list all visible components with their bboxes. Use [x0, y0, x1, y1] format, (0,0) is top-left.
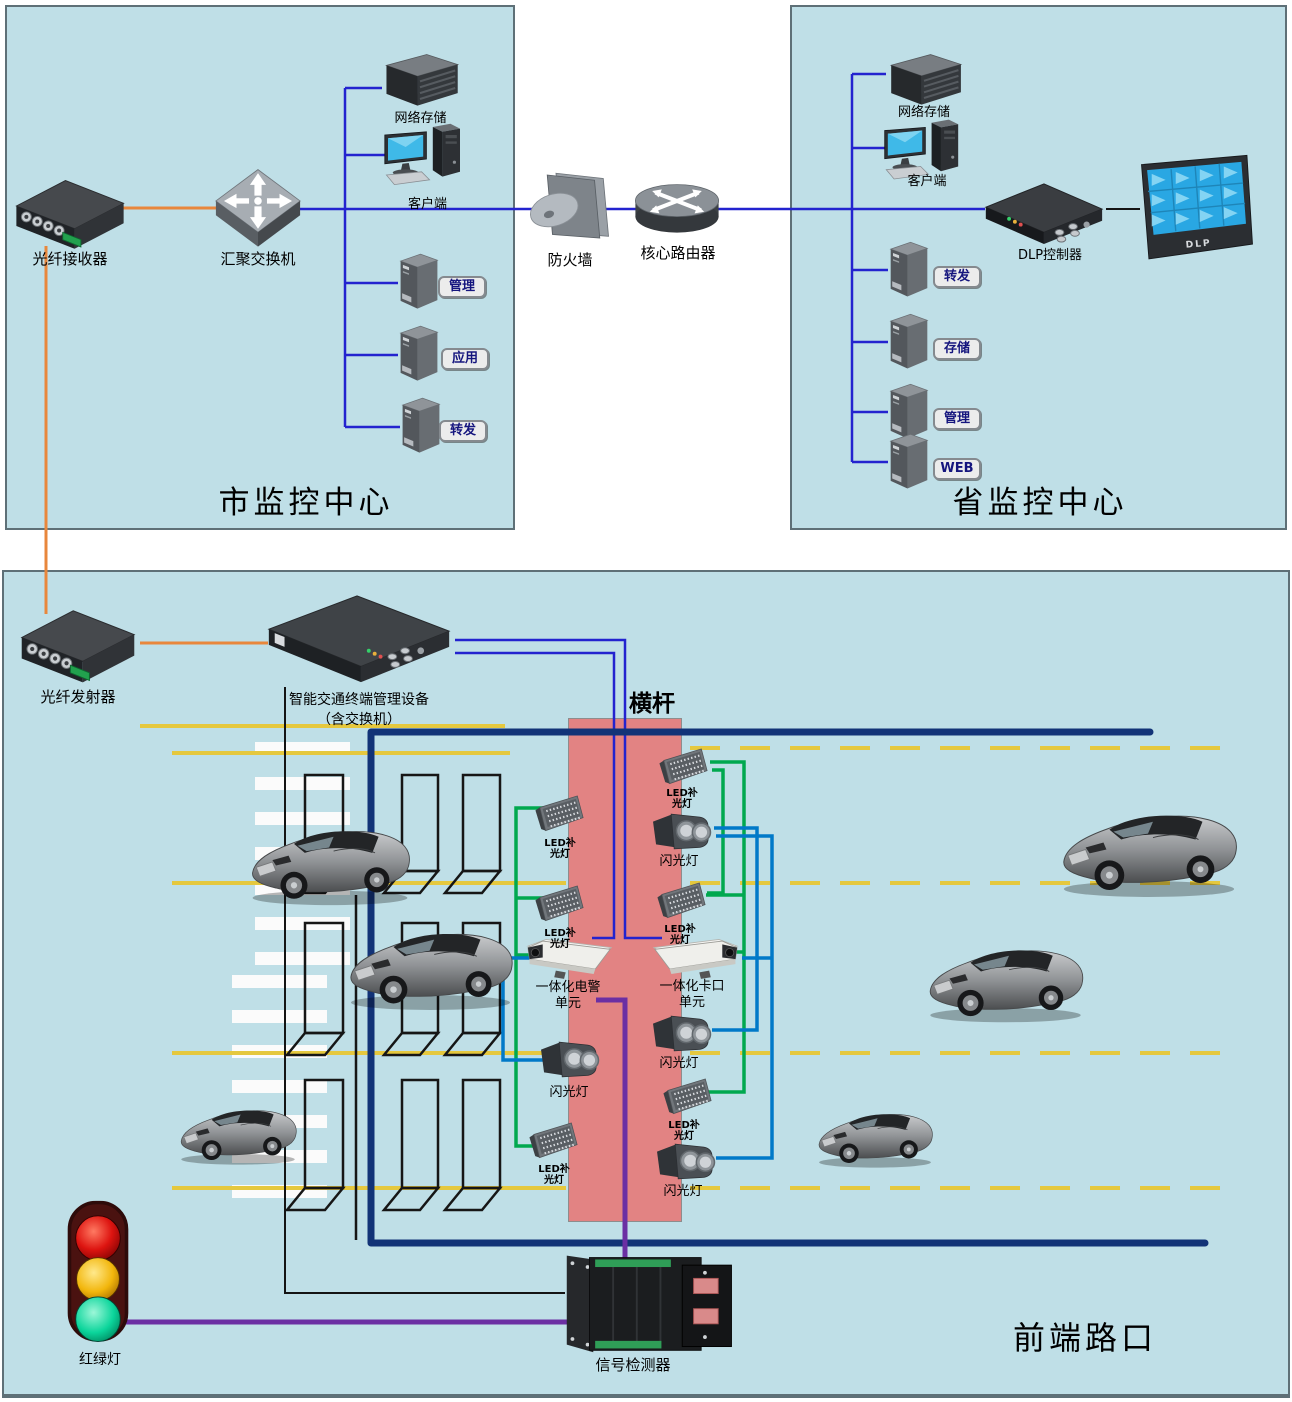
- dlp-controller-icon: [980, 178, 1106, 246]
- purple-signal-links: [100, 997, 628, 1325]
- led-light-icon: [662, 1076, 714, 1118]
- led-light-icon: [534, 793, 586, 835]
- firewall-icon: [526, 168, 614, 252]
- province-server-badge-web: WEB: [933, 458, 981, 480]
- province-nas-label: 网络存储: [897, 105, 950, 120]
- flash-light-icon: [538, 1036, 600, 1083]
- led-light-label: LED补 光灯: [660, 1120, 708, 1142]
- flash-light-icon: [650, 808, 712, 855]
- city-server-application-icon: [396, 322, 442, 384]
- car: [1050, 788, 1248, 899]
- city-server-management-icon: [396, 250, 442, 312]
- core-router-label: 核心路由器: [640, 244, 716, 262]
- signal-detector-label: 信号检测器: [595, 1356, 671, 1374]
- province-center-panel: [790, 5, 1287, 530]
- led-label-line2: 光灯: [550, 849, 570, 860]
- dlp-screen-text: DLP: [1185, 238, 1212, 251]
- led-label-line2: 光灯: [674, 1131, 694, 1142]
- led-label-line2: 光灯: [672, 799, 692, 810]
- led-light-label: LED补 光灯: [536, 928, 584, 950]
- province-server-storage-icon: [886, 312, 932, 370]
- city-client-label: 客户端: [407, 197, 447, 212]
- flash-light-icon: [650, 1010, 712, 1057]
- province-client-label: 客户端: [907, 174, 947, 189]
- induction-coils: [284, 773, 503, 1240]
- flash-light-label: 闪光灯: [663, 1184, 703, 1199]
- yellow-lane-lines: [140, 724, 1226, 1190]
- led-light-label: LED补 光灯: [656, 924, 704, 946]
- led-light-icon: [534, 883, 586, 925]
- province-server-forward-icon: [886, 240, 932, 298]
- car: [918, 926, 1093, 1024]
- flash-light-icon: [654, 1138, 716, 1185]
- city-server-forward-icon: [398, 394, 444, 456]
- led-label-line1: LED补: [544, 838, 576, 849]
- checkpoint-label-line2: 单元: [678, 995, 705, 1010]
- led-label-line1: LED补: [668, 1120, 700, 1131]
- led-label-line1: LED补: [544, 928, 576, 939]
- city-server-badge-management: 管理: [438, 276, 486, 298]
- traffic-light-label: 红绿灯: [79, 1352, 121, 1368]
- led-label-line1: LED补: [666, 788, 698, 799]
- epolice-label-line2: 单元: [554, 996, 581, 1011]
- led-light-icon: [656, 880, 708, 922]
- led-label-line2: 光灯: [670, 935, 690, 946]
- flash-light-label: 闪光灯: [549, 1085, 589, 1100]
- car: [338, 908, 523, 1012]
- flash-light-label: 闪光灯: [659, 854, 699, 869]
- city-server-badge-forward: 转发: [439, 420, 487, 442]
- core-router-icon: [633, 173, 721, 241]
- fiber-transmitter-icon: [16, 606, 140, 690]
- dlp-video-wall-icon: DLP: [1136, 150, 1258, 268]
- city-nas-label: 网络存储: [394, 111, 447, 126]
- terminal-management-device-icon: [260, 590, 458, 688]
- fiber-transmitter-label: 光纤发射器: [40, 688, 116, 706]
- blue-flash-links: [501, 826, 774, 1160]
- province-nas-icon: [883, 52, 965, 108]
- firewall-label: 防火墙: [547, 251, 593, 269]
- city-nas-icon: [378, 52, 462, 109]
- led-light-label: LED补 光灯: [536, 838, 584, 860]
- checkpoint-label-line1: 一体化卡口: [659, 979, 725, 994]
- led-light-icon: [658, 746, 710, 788]
- terminal-device-label-line2: （含交换机）: [317, 712, 401, 728]
- led-label-line1: LED补: [664, 924, 696, 935]
- led-light-icon: [528, 1120, 580, 1162]
- province-center-title: 省监控中心: [952, 485, 1128, 520]
- aggregation-switch-label: 汇聚交换机: [220, 250, 296, 268]
- terminal-device-label-line1: 智能交通终端管理设备: [289, 692, 429, 708]
- city-client-icon: [380, 122, 468, 196]
- led-light-label: LED补 光灯: [658, 788, 706, 810]
- fiber-receiver-label: 光纤接收器: [32, 250, 108, 268]
- green-led-links: [514, 760, 746, 1148]
- province-server-badge-storage: 存储: [933, 338, 981, 360]
- city-server-badge-application: 应用: [441, 348, 489, 370]
- traffic-light-icon: [57, 1196, 139, 1348]
- led-label-line2: 光灯: [550, 939, 570, 950]
- led-light-label: LED补 光灯: [530, 1164, 578, 1186]
- led-label-line2: 光灯: [544, 1175, 564, 1186]
- province-server-badge-forward: 转发: [933, 266, 981, 288]
- led-label-line1: LED补: [538, 1164, 570, 1175]
- aggregation-switch-icon: [213, 166, 303, 252]
- car: [240, 806, 420, 907]
- car: [810, 1096, 940, 1169]
- city-center-title: 市监控中心: [218, 485, 394, 520]
- blue-network-links: [298, 72, 985, 940]
- car: [172, 1092, 304, 1166]
- flash-light-label: 闪光灯: [659, 1056, 699, 1071]
- dlp-controller-label: DLP控制器: [1017, 248, 1083, 263]
- epolice-label-line1: 一体化电警: [535, 980, 601, 995]
- crossbar-label: 横杆: [629, 691, 675, 716]
- province-server-badge-management: 管理: [933, 408, 981, 430]
- signal-detector-icon: [560, 1250, 742, 1356]
- orange-fiber-links: [44, 206, 268, 645]
- fiber-receiver-icon: [10, 176, 130, 256]
- frontend-title: 前端路口: [1012, 1320, 1157, 1356]
